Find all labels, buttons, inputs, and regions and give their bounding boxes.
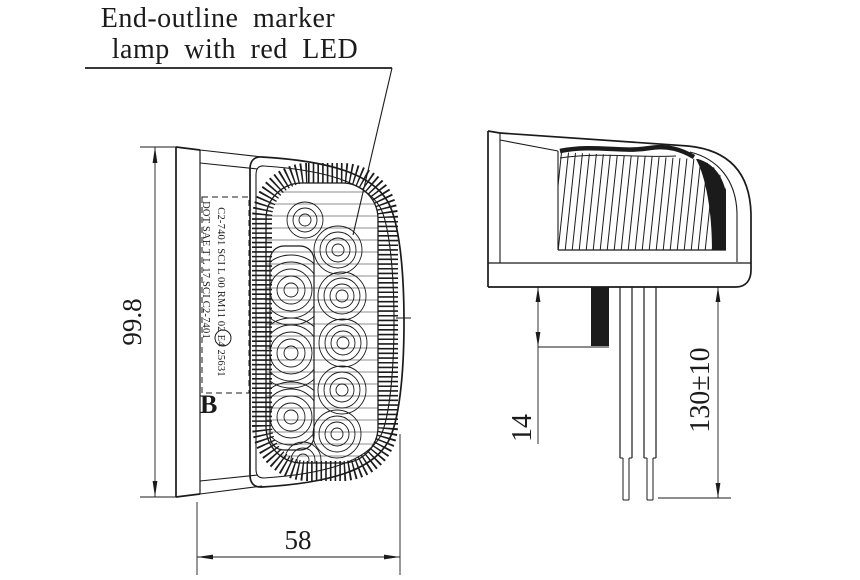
dimension-width-58: 58 [196,434,401,575]
wire-length-dim-text: 130±10 [685,347,716,432]
side-lens-ribs [558,148,744,252]
rib-line [592,152,605,250]
rib-line [558,152,570,250]
dimension-grommet-14: 14 [507,287,609,444]
rib-line [669,152,682,250]
wire-right [643,287,657,501]
led-ring [276,402,306,432]
front-lamp-outline [249,156,405,488]
rib-line [578,152,591,250]
width-dim-text: 58 [285,525,312,555]
led-ring [290,447,316,463]
rib-line [585,152,598,250]
led-ring [318,415,356,453]
title-line-1: End-outline marker [101,3,336,34]
led-ring [324,324,362,362]
rib-line [655,152,668,250]
rib-line [662,152,675,250]
led-ring [335,383,349,397]
wire-left [619,287,633,501]
side-base [488,262,752,288]
marking-text-row1: C2-7401 SCI L 00 RM11 02 E4 25631 [215,207,226,376]
led-ring [324,421,350,447]
led-ring [296,453,310,463]
front-flange [175,146,263,498]
rib-line [676,152,689,250]
rib-line [558,152,563,250]
lens-pocket [265,182,379,464]
leader-line [352,67,393,236]
led-ring [330,330,356,356]
rib-line [627,152,640,250]
rib-line [641,152,654,250]
led-ring [276,338,306,368]
title-line-2: lamp with red LED [112,34,358,65]
led-ring [313,225,363,275]
led-ring [292,207,318,233]
side-flange [487,130,559,287]
rib-line [733,148,744,252]
led-ring [298,213,312,227]
side-lens-top-detail [559,144,696,159]
led-ring [330,427,344,441]
led-ring [270,268,313,312]
led-ring [329,377,355,403]
front-view: C2-7401 SCI L 00 RM11 02 E4 25631 DOT SA… [175,146,411,498]
rib-line [683,152,696,250]
side-lens-dark-band [696,159,726,250]
side-lens-inner-curve [689,151,738,262]
marking-label: C2-7401 SCI L 00 RM11 02 E4 25631 DOT SA… [200,196,250,394]
led-ring [329,283,355,309]
dimension-wire-130: 130±10 [658,287,731,499]
side-view [487,130,752,501]
rib-line [634,152,647,250]
lens-hatch-ring [252,163,398,481]
led-ring [318,318,368,368]
led-array-large [270,254,314,450]
led-ring [270,331,313,375]
led-ring [335,289,349,303]
rib-line [571,152,584,250]
led-ring [270,317,314,389]
e4-approval-circle [214,329,232,347]
led-ring [283,409,299,425]
height-dim-text: 99.8 [117,298,147,345]
marking-dashed-border [201,196,250,394]
rib-line [606,152,619,250]
grommet [591,287,609,346]
led-ring [336,336,350,350]
led-ring [325,237,351,263]
led-ring [317,365,367,415]
led-ring [331,243,345,257]
led-ring [317,271,367,321]
led-ring [283,345,299,361]
led-ring [276,275,306,305]
dimension-height-99-8: 99.8 [117,146,178,498]
side-lens-top-detail-2 [559,154,677,159]
led-ring [323,277,361,315]
rib-line [599,152,612,250]
led-ring [323,371,361,409]
led-ring [270,381,314,450]
rib-line [648,152,661,250]
led-island-outline [269,245,315,451]
grommet-dim-text: 14 [507,414,538,442]
title-block: End-outline marker lamp with red LED [85,3,393,236]
side-lamp-outline [499,132,752,263]
variant-letter: B [200,390,217,419]
led-ring [319,231,357,269]
led-ring [270,324,314,382]
led-ring [283,282,299,298]
led-ring [270,395,313,439]
rib-line [613,152,626,250]
marking-text-row2: DOT SAE T L 17 SCI C2-7401 [200,201,211,339]
rib-line [564,152,577,250]
led-ring [312,409,362,459]
rib-line [620,152,633,250]
led-ring [270,388,314,446]
led-ring [286,201,324,239]
